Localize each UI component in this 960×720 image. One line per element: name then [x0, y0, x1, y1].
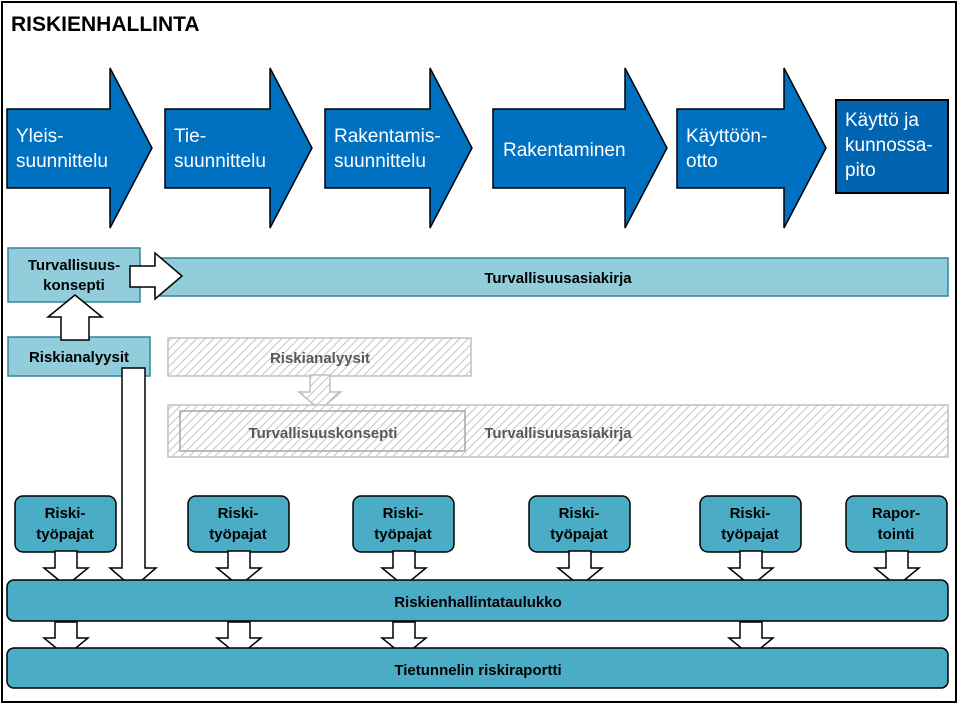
down-arrow-r1: [41, 621, 91, 657]
workshop-label-5: Riski-työpajat: [721, 505, 779, 543]
risk-analyses-label: Riskianalyysit: [29, 349, 129, 366]
future-safety-concept-label: Turvallisuuskonsepti: [249, 425, 398, 442]
workshop-box-1: Riski-työpajat: [14, 495, 117, 553]
reporting-box: Rapor-tointi: [845, 495, 948, 553]
arrow-concept-to-document: [129, 251, 184, 301]
workshop-down-arrows: [41, 550, 922, 587]
down-arrow-r3: [379, 621, 429, 657]
future-safety-document-label: Turvallisuusasiakirja: [484, 425, 632, 442]
future-safety-concept-box: Turvallisuuskonsepti: [179, 410, 466, 452]
workshop-label-3: Riski-työpajat: [374, 505, 432, 543]
risk-table-bar: Riskienhallintataulukko: [6, 579, 949, 622]
phase-arrow-2: Tie-suunnittelu: [164, 67, 313, 229]
tunnel-report-label: Tietunnelin riskiraportti: [394, 662, 561, 679]
future-risk-analyses-label: Riskianalyysit: [270, 350, 370, 367]
down-arrow-r2: [214, 621, 264, 657]
phase-label-4: Rakentaminen: [503, 140, 626, 161]
safety-concept-label: Turvallisuus-konsepti: [28, 257, 120, 294]
phase-label-3: Rakentamis-suunnittelu: [334, 126, 441, 172]
phase-label-2: Tie-suunnittelu: [174, 126, 266, 172]
diagram-title: RISKIENHALLINTA: [11, 13, 200, 36]
workshop-label-4: Riski-työpajat: [550, 505, 608, 543]
workshop-box-2: Riski-työpajat: [187, 495, 290, 553]
workshop-label-1: Riski-työpajat: [36, 505, 94, 543]
workshop-box-4: Riski-työpajat: [528, 495, 631, 553]
safety-concept-box: Turvallisuus-konsepti: [7, 247, 141, 303]
reporting-label: Rapor-tointi: [872, 505, 920, 543]
down-arrow-w5: [726, 550, 776, 587]
phase-label-5: Käyttöön-otto: [686, 126, 767, 172]
phase-label-1: Yleis-suunnittelu: [16, 126, 108, 172]
workshop-label-2: Riski-työpajat: [209, 505, 267, 543]
tunnel-report-bar: Tietunnelin riskiraportti: [6, 647, 949, 689]
arrow-analyses-to-risk-table: [107, 367, 159, 589]
down-arrow-r4: [726, 621, 776, 657]
future-down-arrow: [296, 374, 344, 411]
phase-arrow-3: Rakentamis-suunnittelu: [324, 67, 473, 229]
workshop-box-3: Riski-työpajat: [352, 495, 455, 553]
down-arrow-w6: [872, 550, 922, 587]
down-arrow-w1: [41, 550, 91, 587]
workshop-box-5: Riski-työpajat: [699, 495, 802, 553]
arrow-analyses-to-concept: [45, 294, 105, 341]
risk-table-label: Riskienhallintataulukko: [394, 594, 562, 611]
report-down-arrows: [41, 621, 776, 657]
down-arrow-w3: [379, 550, 429, 587]
down-arrow-w2: [214, 550, 264, 587]
phase-arrow-1: Yleis-suunnittelu: [6, 67, 153, 229]
future-risk-analyses-box: Riskianalyysit: [167, 337, 472, 377]
phase-arrow-4: Rakentaminen: [492, 67, 668, 229]
phase-arrow-5: Käyttöön-otto: [676, 67, 827, 229]
safety-document-bar: Turvallisuusasiakirja: [154, 257, 949, 297]
down-arrow-w4: [555, 550, 605, 587]
safety-document-label: Turvallisuusasiakirja: [484, 270, 632, 287]
